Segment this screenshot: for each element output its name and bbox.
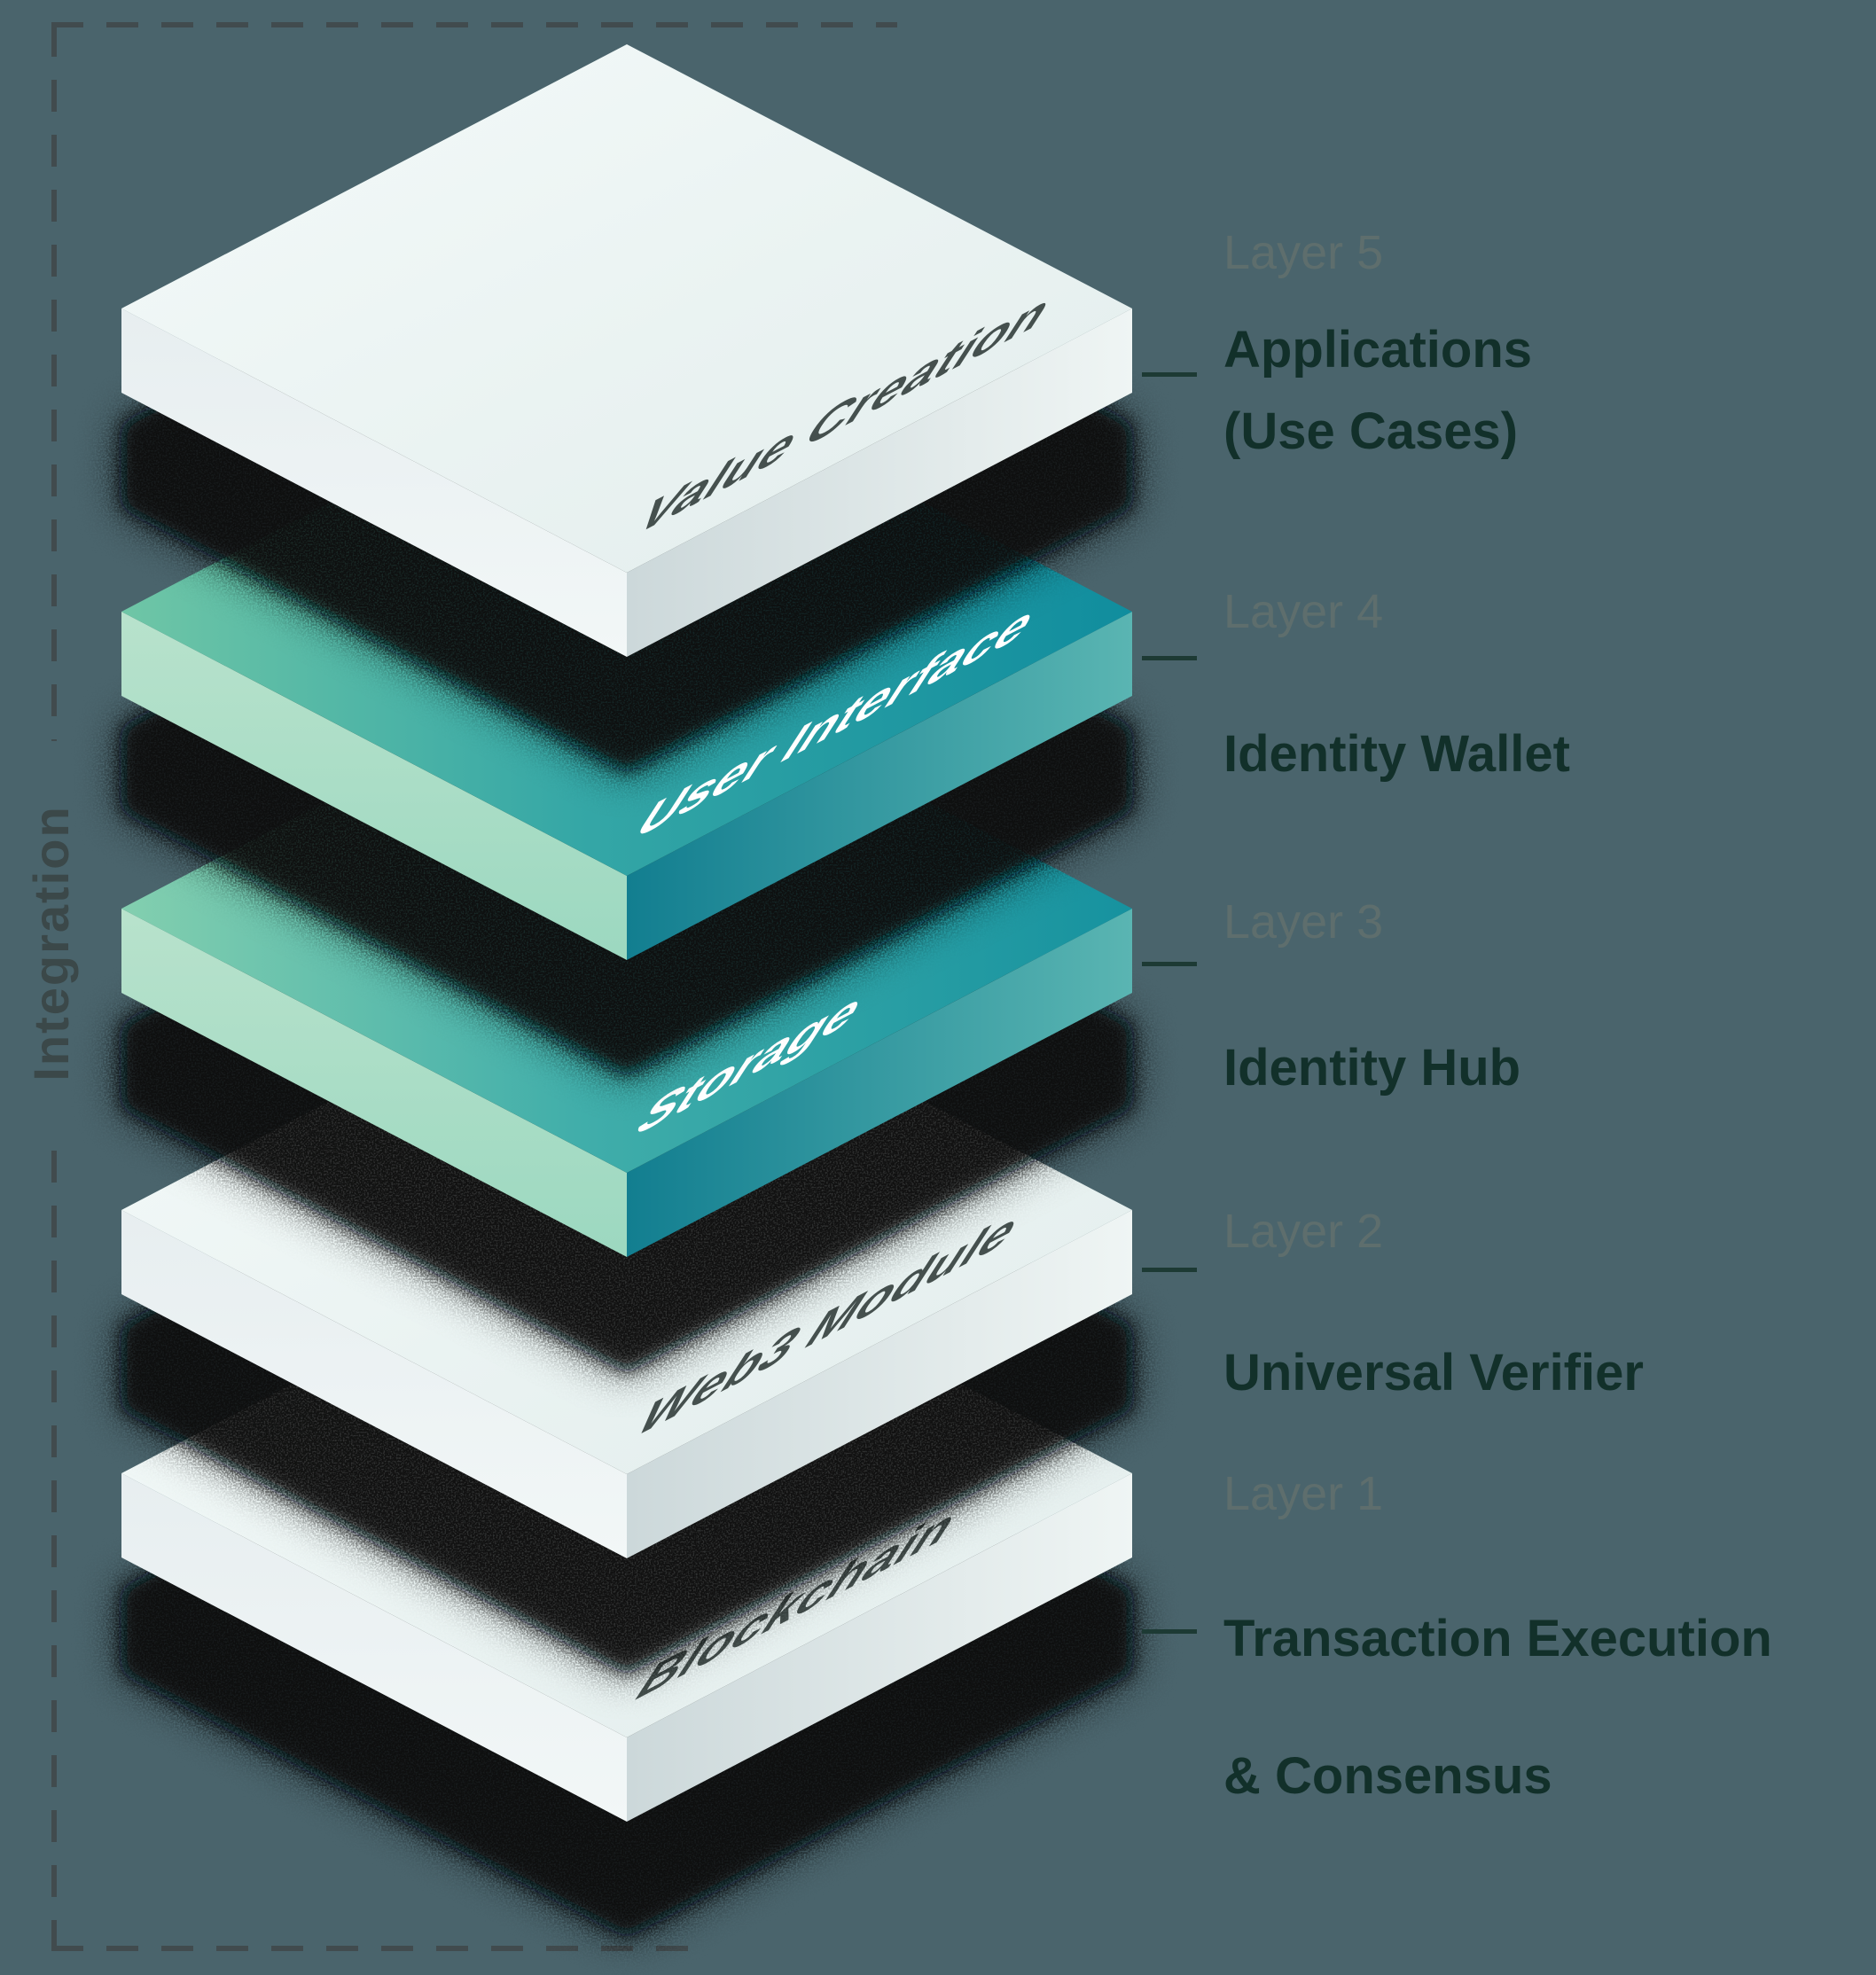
layer-1-right-face	[627, 1473, 1132, 1822]
layer-box-5: Value Creation	[121, 44, 1132, 772]
layer-4-title-line-1: Identity Wallet	[1223, 725, 1570, 783]
layer-1-title-line-1: Transaction Execution	[1223, 1610, 1772, 1667]
layer-5-left-face	[121, 308, 627, 657]
layer-5-label: Layer 5	[1223, 226, 1384, 279]
layer-2-right-face	[627, 1210, 1132, 1558]
layer-3-tick	[1142, 962, 1197, 966]
layer-3-right-face	[627, 909, 1132, 1257]
layer-1-title-line-2: & Consensus	[1223, 1747, 1552, 1805]
layer-1-left-face	[121, 1473, 627, 1822]
layer-4-tick	[1142, 656, 1197, 660]
dashed-frame	[51, 22, 897, 1951]
layer-5-right-face	[627, 308, 1132, 657]
layer-5-title-line-1: Applications	[1223, 321, 1533, 379]
layer-2-left-face	[121, 1210, 627, 1558]
layer-2-tick	[1142, 1268, 1197, 1272]
layer-5-title-line-2: (Use Cases)	[1223, 402, 1519, 460]
layer-1-tick	[1142, 1629, 1197, 1634]
layer-4-left-face	[121, 612, 627, 960]
layer-3-label: Layer 3	[1223, 895, 1384, 948]
layer-1-label: Layer 1	[1223, 1467, 1384, 1520]
layer-4-label: Layer 4	[1223, 585, 1384, 638]
layer-5-tick	[1142, 372, 1197, 377]
layer-2-title-line-1: Universal Verifier	[1223, 1344, 1644, 1401]
layer-3-left-face	[121, 909, 627, 1257]
layer-4-right-face	[627, 612, 1132, 960]
layer-2-label: Layer 2	[1223, 1205, 1384, 1258]
integration-label: Integration	[23, 805, 79, 1081]
layer-3-title-line-1: Identity Hub	[1223, 1039, 1521, 1097]
layer-5-top-face	[121, 44, 1132, 573]
